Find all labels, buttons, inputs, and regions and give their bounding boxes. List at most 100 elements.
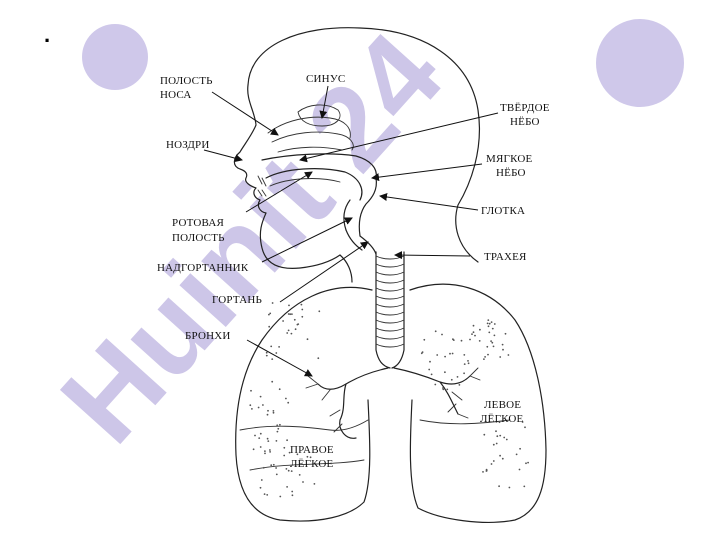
alveoli-dot [444,355,446,358]
pointer-arrows [203,85,499,377]
alveoli-dot [259,395,262,398]
alveoli-dot [265,351,268,354]
alveoli-dot [474,334,476,337]
alveoli-dot [285,397,287,400]
alveoli-dot [430,373,433,376]
alveoli-dot [296,453,299,456]
alveoli-dot [285,468,288,470]
alveoli-dot [271,358,274,360]
trachea-ring [375,287,405,292]
trachea-ring [375,271,405,276]
alveoli-dot [460,339,463,342]
slide-bullet: . [44,22,50,47]
alveoli-dot [446,388,449,391]
alveoli-dot [270,345,273,348]
alveoli-dot [487,319,490,321]
alveoli-dot [452,339,455,341]
watermark-circle-left [82,24,148,90]
alveoli-dot [268,325,271,328]
label-larynx: ГОРТАНЬ [212,294,262,306]
alveoli-dot [283,454,286,457]
watermark-circle-right [596,19,684,107]
label-sinus: СИНУС [306,73,345,85]
trachea-ring [375,327,405,332]
alveoli-dot [441,333,443,336]
alveoli-dot [266,413,269,416]
alveoli-dot [434,330,437,333]
alveoli-dot [271,302,274,304]
alveoli-dot [287,401,290,404]
alveoli-dot [290,470,293,472]
label-pharynx: ГЛОТКА [481,205,525,217]
alveoli-dot [275,467,277,469]
alveoli-dot [269,449,271,451]
alveoli-dot [286,439,288,442]
alveoli-dot [266,494,269,496]
alveoli-dot [495,421,498,423]
alveoli-dot [521,421,524,423]
alveoli-dot [519,447,521,450]
alveoli-dot [472,324,475,327]
alveoli-dot [301,308,304,311]
alveoli-dot [467,360,469,362]
label-oral-cavity-2: ПОЛОСТЬ [172,232,225,244]
alveoli-dot [469,338,471,341]
alveoli-dot [429,360,431,363]
alveoli-dot [505,438,508,441]
alveoli-dot [293,318,296,321]
alveoli-dot [272,463,275,466]
label-nasal-cavity-1: ПОЛОСТЬ [160,75,213,87]
trachea-ring [375,263,405,268]
alveoli-dot [487,325,490,328]
alveoli-dot [266,437,269,440]
alveoli-dot [313,483,316,485]
trachea-ring [375,335,405,340]
alveoli-dot [498,421,501,424]
alveoli-dot [492,460,495,462]
trachea-ring [375,279,405,284]
alveoli-dot [271,380,274,383]
alveoli-dot [488,331,491,334]
alveoli-dot [306,338,309,341]
trachea-ring [375,319,405,324]
diagram-labels: ПОЛОСТЬ НОСА СИНУС ТВЁРДОЕ НЁБО НОЗДРИ М… [157,73,550,470]
alveoli-dot [496,435,499,438]
airway [343,177,405,369]
alveoli-dot [491,327,494,330]
alveoli-dot [283,446,286,449]
alveoli-dot [508,486,511,489]
lungs [235,283,547,523]
alveoli-dot [275,352,278,354]
alveoli-dot [267,440,270,442]
alveoli-dot [467,362,470,365]
alveoli-dot [486,345,489,348]
alveoli-dot [263,493,266,495]
alveoli-dot [490,463,493,465]
alveoli-dot [309,456,312,459]
alveoli-dot [499,434,502,437]
alveoli-dot [487,353,489,356]
alveoli-dot [317,357,320,360]
trachea-ring [375,303,405,308]
alveoli-dot [488,322,491,325]
label-nasal-cavity-2: НОСА [160,89,192,101]
alveoli-dot [502,348,504,351]
alveoli-dot [492,345,495,348]
alveoli-dot [472,331,475,334]
trachea-rings [375,255,405,348]
alveoli-dot [484,356,486,358]
alveoli-dot [449,352,451,355]
alveoli-dot [301,315,304,318]
alveoli-dot [259,486,262,489]
alveoli-dot [279,495,282,498]
alveoli-dot [264,450,266,452]
alveoli-dots [249,302,529,498]
alveoli-dot [490,340,492,342]
label-right-lung-1: ПРАВОЕ [290,444,334,456]
alveoli-dot [268,313,270,316]
alveoli-dot [503,436,506,439]
alveoli-dot [269,451,271,453]
alveoli-dot [279,423,281,426]
alveoli-dot [471,333,473,335]
